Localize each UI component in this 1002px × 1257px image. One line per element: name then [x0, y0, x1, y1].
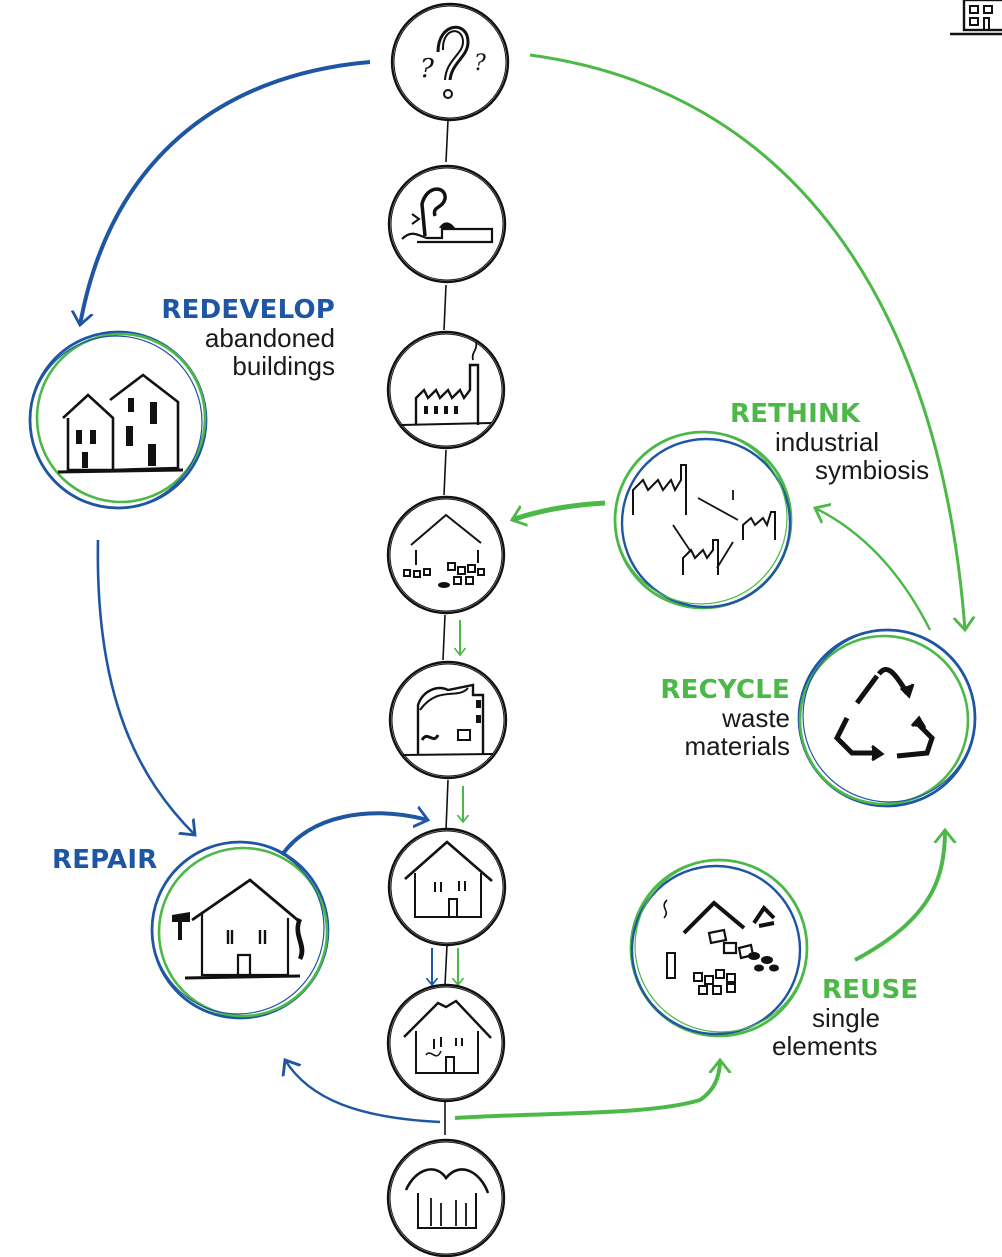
rethink-line2: symbiosis [815, 455, 930, 486]
svg-text:?: ? [474, 51, 486, 76]
arrow-bottom-to-repair [285, 1060, 441, 1124]
repair-label: REPAIR [52, 846, 157, 874]
arrow-question-to-redevelop [80, 60, 371, 325]
damaged-building-icon [388, 660, 508, 780]
industrial-symbiosis-icon [613, 430, 793, 610]
reuse-label: REUSE single elements [772, 976, 932, 1060]
arrow-bottom-to-reuse [454, 1060, 720, 1120]
excavator-icon [387, 164, 507, 284]
svg-text:?: ? [420, 54, 435, 84]
recycle-arrows-icon [797, 628, 977, 808]
redevelop-label: REDEVELOP abandoned buildings [110, 296, 335, 380]
recycle-line1: waste [722, 703, 790, 734]
redevelop-line1: abandoned [204, 323, 335, 354]
house-icon [387, 827, 507, 947]
worn-house-icon [386, 983, 506, 1103]
abandoned-buildings-icon [28, 330, 208, 510]
question-marks-icon: ? ? [390, 2, 510, 122]
timeline-connectors [442, 119, 449, 1135]
collapsed-building-rubble-icon [386, 495, 506, 615]
debris-elements-icon [629, 858, 809, 1038]
recycle-title: RECYCLE [660, 675, 790, 705]
reuse-line2: elements [772, 1031, 878, 1062]
arrow-question-to-recycle [529, 53, 965, 630]
recycle-label: RECYCLE waste materials [620, 676, 790, 760]
rethink-line1: industrial [775, 427, 880, 458]
repaired-house-icon [150, 840, 330, 1020]
redevelop-title: REDEVELOP [161, 295, 335, 325]
reuse-title: REUSE [822, 975, 919, 1005]
redevelop-line2: buildings [232, 351, 335, 382]
building-logo-icon [950, 0, 1002, 36]
arrow-repair-to-house [280, 813, 428, 857]
reuse-line1: single [812, 1003, 880, 1034]
arrow-recycle-to-rethink [815, 508, 932, 631]
recycle-line2: materials [684, 731, 790, 762]
arrow-redevelop-to-repair [96, 539, 195, 835]
arrow-rethink-to-rubble [512, 500, 606, 520]
arrow-reuse-to-recycle [854, 830, 945, 962]
rethink-label: RETHINK industrial symbiosis [730, 400, 955, 484]
ruined-house-icon [386, 1138, 506, 1257]
rethink-title: RETHINK [730, 399, 861, 429]
repair-title: REPAIR [52, 845, 158, 875]
factory-icon [386, 330, 506, 450]
